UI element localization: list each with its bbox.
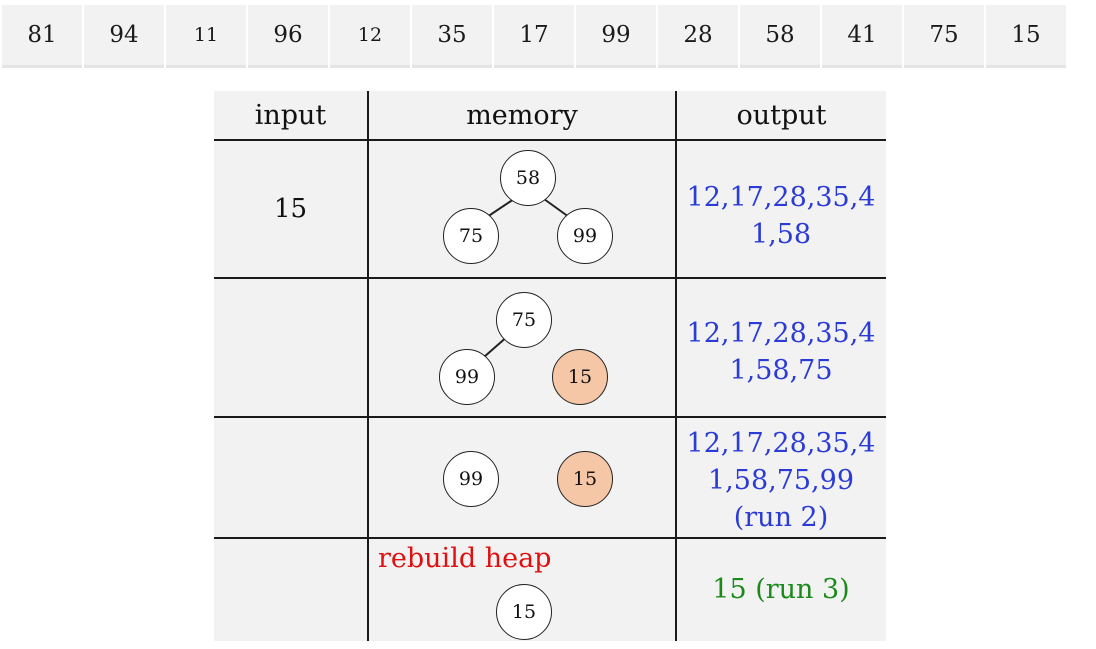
output-line: 12,17,28,35,4: [686, 318, 876, 349]
replacement-selection-table: input memory output 15 58 75 99 12,17,28…: [214, 91, 886, 641]
sequence-cell: 96: [248, 5, 328, 68]
heap-node-right: 99: [557, 208, 613, 264]
output-cell: 15 (run 3): [676, 571, 886, 608]
output-cell: 12,17,28,35,4 1,58: [676, 179, 886, 253]
heap-node-left: 99: [439, 349, 495, 405]
heap-node-right-highlighted: 15: [557, 451, 613, 507]
input-sequence-strip: 81 94 11 96 12 35 17 99 28 58 41 75 15: [2, 5, 1066, 68]
sequence-cell: 75: [904, 5, 984, 68]
row-divider: [214, 416, 886, 418]
sequence-cell: 11: [166, 5, 246, 68]
sequence-cell: 12: [330, 5, 410, 68]
sequence-cell: 81: [2, 5, 82, 68]
sequence-cell: 41: [822, 5, 902, 68]
sequence-cell: 15: [986, 5, 1066, 68]
output-cell: 12,17,28,35,4 1,58,75,99 (run 2): [676, 425, 886, 536]
row-divider: [214, 537, 886, 539]
heap-node-root: 15: [496, 584, 552, 640]
sequence-cell: 35: [412, 5, 492, 68]
output-line: 12,17,28,35,4: [686, 428, 876, 459]
header-output: output: [736, 99, 827, 131]
sequence-cell: 94: [84, 5, 164, 68]
heap-node-left: 75: [443, 208, 499, 264]
sequence-cell: 28: [658, 5, 738, 68]
sequence-cell: 58: [740, 5, 820, 68]
rebuild-heap-note: rebuild heap: [378, 543, 552, 574]
row-divider: [214, 139, 886, 141]
output-line: 12,17,28,35,4: [686, 182, 876, 213]
column-divider: [367, 91, 369, 641]
sequence-cell: 99: [576, 5, 656, 68]
output-line-run3: 15 (run 3): [712, 574, 850, 605]
input-value: 15: [273, 194, 308, 224]
output-line: 1,58,75,99: [708, 465, 854, 496]
sequence-cell: 17: [494, 5, 574, 68]
output-line: 1,58,75: [729, 355, 833, 386]
heap-node-left: 99: [443, 451, 499, 507]
heap-node-root: 58: [500, 150, 556, 206]
heap-node-right-highlighted: 15: [552, 349, 608, 405]
header-memory: memory: [466, 99, 578, 131]
row-divider: [214, 277, 886, 279]
output-line: 1,58: [750, 219, 812, 250]
heap-node-root: 75: [496, 292, 552, 348]
output-cell: 12,17,28,35,4 1,58,75: [676, 315, 886, 389]
column-divider: [675, 91, 677, 641]
header-input: input: [254, 99, 327, 131]
output-line: (run 2): [733, 502, 829, 533]
